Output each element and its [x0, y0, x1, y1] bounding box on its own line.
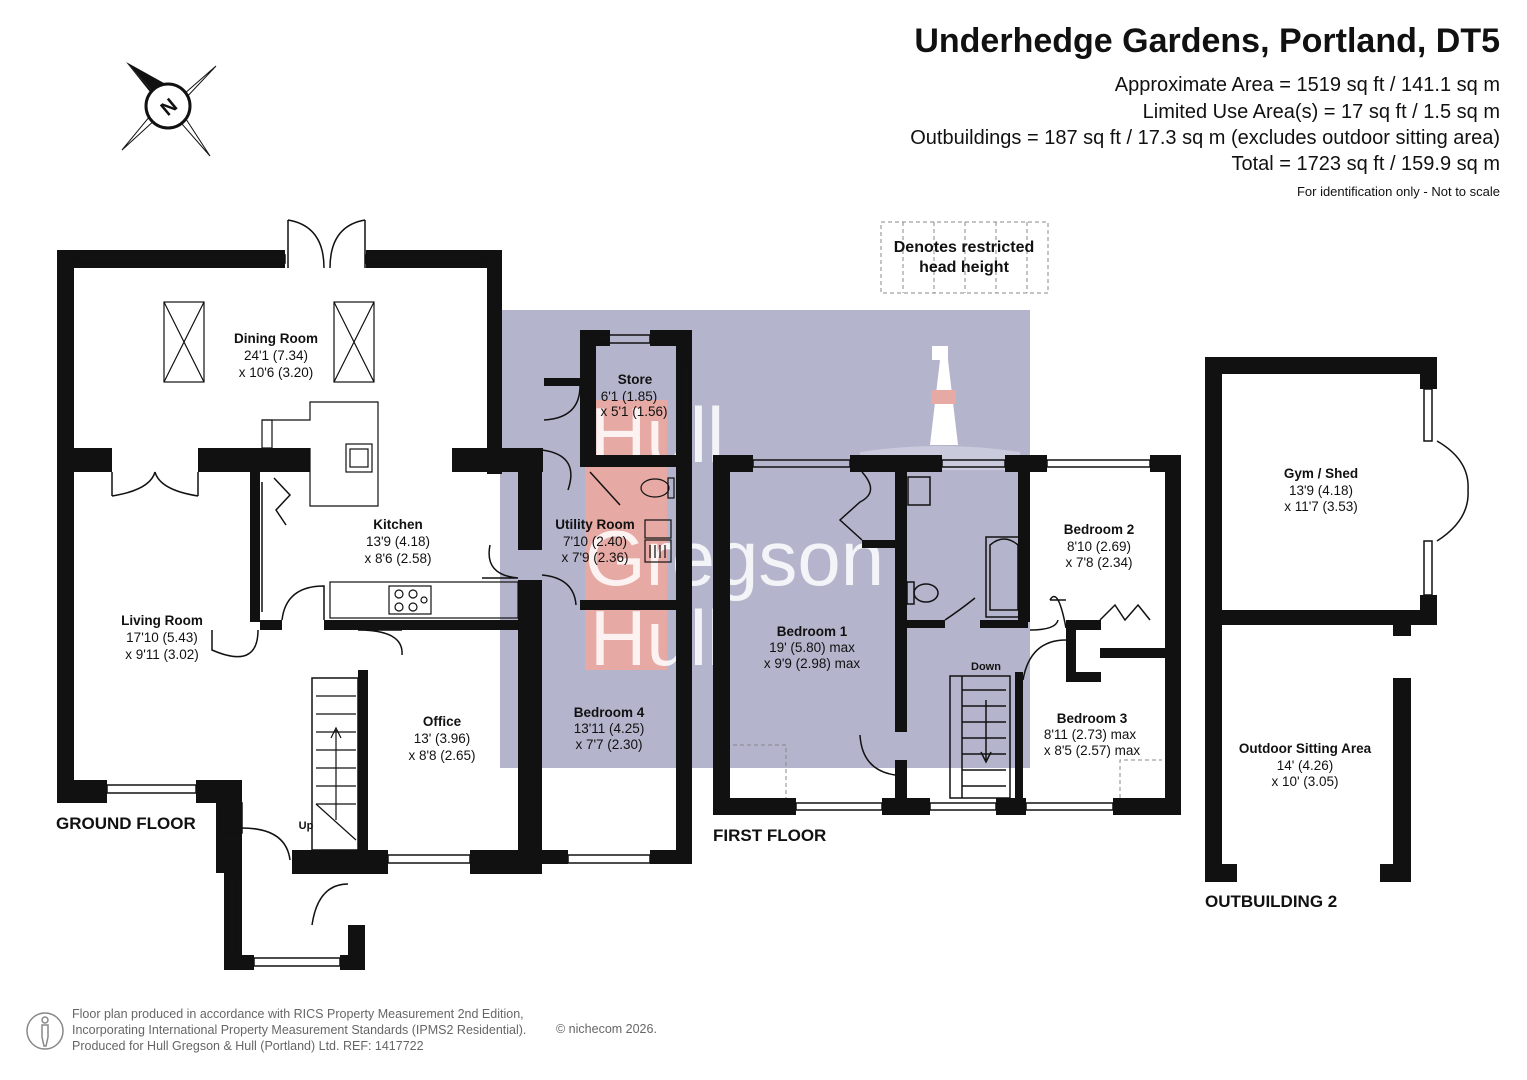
dining-room-label: Dining Room 24'1 (7.34) x 10'6 (3.20)	[234, 331, 318, 380]
svg-text:x 7'9 (2.36): x 7'9 (2.36)	[561, 550, 628, 565]
svg-text:x 8'6 (2.58): x 8'6 (2.58)	[364, 551, 431, 566]
svg-text:x 5'1 (1.56): x 5'1 (1.56)	[600, 404, 667, 419]
stairs-up	[315, 695, 357, 841]
svg-text:14' (4.26): 14' (4.26)	[1277, 758, 1334, 773]
footer-text: Floor plan produced in accordance with R…	[72, 1006, 526, 1054]
svg-text:x 8'8 (2.65): x 8'8 (2.65)	[408, 748, 475, 763]
total-area: Total = 1723 sq ft / 159.9 sq m	[1231, 153, 1501, 175]
svg-text:Bedroom 1: Bedroom 1	[777, 624, 848, 639]
bedroom-2-label: Bedroom 2 8'10 (2.69) x 7'8 (2.34)	[1064, 522, 1135, 570]
rooflight	[163, 301, 205, 383]
svg-text:17'10 (5.43): 17'10 (5.43)	[126, 630, 198, 645]
copyright: © nichecom 2026.	[556, 1022, 657, 1036]
ground-floor-openings	[73, 219, 690, 967]
svg-text:6'1 (1.85): 6'1 (1.85)	[601, 389, 658, 404]
bedroom-4-label: Bedroom 4 13'11 (4.25) x 7'7 (2.30)	[574, 705, 645, 752]
compass-icon: N	[121, 62, 217, 157]
svg-text:x 7'7 (2.30): x 7'7 (2.30)	[575, 737, 642, 752]
svg-text:x 10'6 (3.20): x 10'6 (3.20)	[239, 365, 314, 380]
approx-area: Approximate Area = 1519 sq ft / 141.1 sq…	[1114, 74, 1500, 96]
property-title: Underhedge Gardens, Portland, DT5	[914, 22, 1500, 60]
svg-text:x 10' (3.05): x 10' (3.05)	[1271, 774, 1338, 789]
sink-icon	[907, 476, 931, 506]
svg-text:Bedroom 2: Bedroom 2	[1064, 522, 1135, 537]
svg-text:Living Room: Living Room	[121, 613, 203, 628]
footer-line3: Produced for Hull Gregson & Hull (Portla…	[72, 1039, 424, 1053]
bedroom-3-label: Bedroom 3 8'11 (2.73) max x 8'5 (2.57) m…	[1044, 711, 1141, 758]
legend-line1: Denotes restricted	[894, 239, 1035, 256]
outbuilding-walls	[1205, 357, 1437, 882]
svg-text:Store: Store	[618, 372, 653, 387]
bath-icon	[985, 536, 1023, 618]
svg-text:13'9 (4.18): 13'9 (4.18)	[1289, 483, 1353, 498]
store-label: Store 6'1 (1.85) x 5'1 (1.56)	[600, 372, 667, 419]
disclaimer: For identification only - Not to scale	[1296, 184, 1500, 199]
svg-text:Bedroom 3: Bedroom 3	[1057, 711, 1128, 726]
stairs-up-label: Up	[299, 820, 314, 832]
first-floor-walls	[713, 455, 1181, 815]
legend-line2: head height	[919, 259, 1009, 276]
person-icon	[26, 1012, 64, 1050]
room-labels: Dining Room 24'1 (7.34) x 10'6 (3.20) Ki…	[121, 331, 1371, 832]
floor-labels: GROUND FLOOR FIRST FLOOR OUTBUILDING 2	[56, 814, 1337, 911]
ground-floor-fixtures	[163, 301, 675, 841]
outbuilding-openings	[1423, 388, 1469, 596]
hob-icon	[388, 585, 432, 615]
footer-line2: Incorporating International Property Mea…	[72, 1023, 527, 1037]
svg-text:x 9'9 (2.98) max: x 9'9 (2.98) max	[764, 656, 861, 671]
outdoor-sitting-label: Outdoor Sitting Area 14' (4.26) x 10' (3…	[1239, 741, 1372, 789]
utility-room-label: Utility Room 7'10 (2.40) x 7'9 (2.36)	[555, 517, 635, 565]
kitchen-label: Kitchen 13'9 (4.18) x 8'6 (2.58)	[364, 517, 431, 566]
sink-icon	[345, 443, 373, 473]
office-label: Office 13' (3.96) x 8'8 (2.65)	[408, 714, 475, 763]
svg-text:x 11'7 (3.53): x 11'7 (3.53)	[1284, 499, 1358, 514]
svg-text:Office: Office	[423, 714, 462, 729]
living-room-label: Living Room 17'10 (5.43) x 9'11 (3.02)	[121, 613, 203, 662]
bedroom-1-label: Bedroom 1 19' (5.80) max x 9'9 (2.98) ma…	[764, 624, 861, 671]
restricted-head-height-legend: Denotes restricted head height	[880, 221, 1049, 294]
limited-use-area: Limited Use Area(s) = 17 sq ft / 1.5 sq …	[1142, 101, 1500, 123]
svg-text:Bedroom 4: Bedroom 4	[574, 705, 645, 720]
stairs-down-label: Down	[971, 661, 1001, 673]
ground-floor-label: GROUND FLOOR	[56, 814, 196, 833]
svg-text:Kitchen: Kitchen	[373, 517, 423, 532]
footer-line1: Floor plan produced in accordance with R…	[72, 1007, 524, 1021]
toilet-icon	[906, 581, 939, 605]
watermark-line2: Gregson	[585, 514, 884, 602]
svg-text:Gym / Shed: Gym / Shed	[1284, 466, 1358, 481]
svg-text:8'10 (2.69): 8'10 (2.69)	[1067, 539, 1131, 554]
svg-text:13' (3.96): 13' (3.96)	[414, 731, 471, 746]
rooflight	[333, 301, 375, 383]
first-floor-openings	[752, 459, 1151, 811]
toilet-icon	[640, 477, 675, 499]
svg-text:13'11 (4.25): 13'11 (4.25)	[574, 721, 645, 736]
outbuildings-area: Outbuildings = 187 sq ft / 17.3 sq m (ex…	[910, 127, 1500, 149]
svg-text:Dining Room: Dining Room	[234, 331, 318, 346]
svg-text:24'1 (7.34): 24'1 (7.34)	[244, 348, 308, 363]
svg-text:x 8'5 (2.57) max: x 8'5 (2.57) max	[1044, 743, 1141, 758]
svg-text:8'11 (2.73) max: 8'11 (2.73) max	[1044, 727, 1137, 742]
svg-text:Utility Room: Utility Room	[555, 517, 635, 532]
svg-text:19' (5.80) max: 19' (5.80) max	[769, 640, 855, 655]
first-floor-restricted	[733, 744, 1162, 798]
svg-text:x 9'11 (3.02): x 9'11 (3.02)	[125, 647, 199, 662]
svg-text:13'9 (4.18): 13'9 (4.18)	[366, 534, 430, 549]
svg-text:7'10 (2.40): 7'10 (2.40)	[563, 534, 627, 549]
svg-text:x 7'8 (2.34): x 7'8 (2.34)	[1065, 555, 1132, 570]
gym-shed-label: Gym / Shed 13'9 (4.18) x 11'7 (3.53)	[1284, 466, 1358, 514]
svg-text:Outdoor Sitting Area: Outdoor Sitting Area	[1239, 741, 1372, 756]
sink-icon	[644, 519, 672, 563]
outbuilding-label: OUTBUILDING 2	[1205, 892, 1337, 911]
first-floor-label: FIRST FLOOR	[713, 826, 826, 845]
